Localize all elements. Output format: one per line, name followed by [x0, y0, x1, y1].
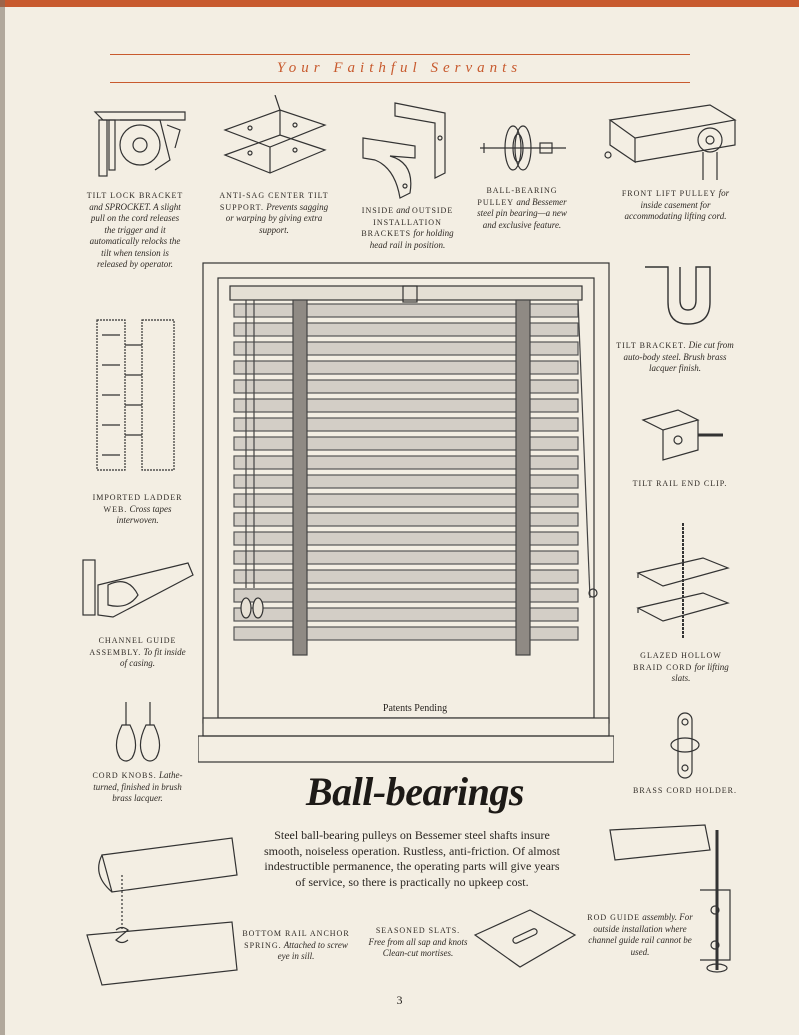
channel-guide-text: To fit inside of casing.: [120, 646, 186, 669]
page-number: 3: [396, 993, 403, 1007]
cord-knobs-text: Lathe-turned, finished in brush brass la…: [93, 770, 183, 803]
tilt-rail-end-clip-illustration: [638, 405, 728, 470]
patents-pending-note: Patents Pending: [382, 703, 448, 714]
blind-slat: [233, 531, 579, 546]
blind-slat: [233, 607, 579, 622]
blind-slat: [233, 550, 579, 565]
tilt-lock-label: TILT LOCK BRACKET: [86, 191, 184, 200]
seasoned-slats-caption: SEASONED SLATS. Free from all sap and kn…: [368, 925, 468, 960]
blind-slat: [233, 512, 579, 527]
cord-knobs-illustration: [108, 700, 168, 765]
rod-guide-label: ROD GUIDE: [587, 913, 641, 922]
ladder-web-label: IMPORTED LADDER WEB.: [92, 493, 183, 514]
installation-brackets-illustration: [355, 98, 455, 203]
channel-guide-illustration: [78, 555, 198, 625]
tilt-bracket-label: TILT BRACKET.: [616, 341, 687, 350]
tilt-lock-caption: TILT LOCK BRACKET and SPROCKET. A slight…: [85, 190, 185, 271]
pulley-mid: and Bessemer: [516, 196, 567, 207]
channel-guide-caption: CHANNEL GUIDE ASSEMBLY. To fit inside of…: [85, 635, 190, 670]
tilt-bracket-text: Die cut from auto-body steel. Brush bras…: [623, 340, 734, 373]
ball-bearing-pulley-illustration: [478, 118, 568, 178]
front-lift-caption: FRONT LIFT PULLEY for inside casement fo…: [618, 188, 733, 223]
braid-cord-illustration: [628, 518, 738, 643]
cord-holder-caption: BRASS CORD HOLDER.: [630, 785, 740, 797]
installation-mid: and: [396, 205, 410, 215]
pulley-text: steel pin bearing—a new and exclusive fe…: [477, 208, 567, 230]
tilt-bracket-illustration: [640, 262, 720, 337]
seasoned-slats-text: Free from all sap and knots Clean-cut mo…: [368, 936, 468, 959]
channel-guide-label: CHANNEL GUIDE ASSEMBLY.: [89, 636, 177, 657]
ladder-web-caption: IMPORTED LADDER WEB. Cross tapes interwo…: [85, 492, 190, 527]
blind-slat: [233, 569, 579, 584]
rod-guide-illustration: [605, 820, 745, 980]
end-clip-label: TILT RAIL END CLIP.: [632, 479, 728, 488]
tilt-lock-bracket-illustration: [85, 100, 195, 180]
pulley-caption: BALL-BEARING PULLEY and Bessemer steel p…: [472, 185, 572, 231]
anti-sag-label: ANTI-SAG CENTER TILT SUPPORT.: [219, 191, 329, 212]
blind-slat: [233, 626, 579, 641]
blind-slat: [233, 360, 579, 375]
ladder-web-illustration: [92, 315, 182, 475]
header-rule-top: [110, 54, 690, 55]
rod-guide-caption: ROD GUIDE assembly. For outside installa…: [585, 912, 695, 958]
page-header: Your Faithful Servants: [276, 60, 523, 76]
blind-slat: [233, 436, 579, 451]
seasoned-slats-label: SEASONED SLATS.: [375, 926, 461, 935]
venetian-blind-illustration: [198, 258, 614, 768]
brass-cord-holder-illustration: [660, 708, 710, 783]
blind-slat: [233, 588, 579, 603]
anchor-spring-caption: BOTTOM RAIL ANCHOR SPRING. Attached to s…: [240, 928, 352, 963]
blind-slat: [233, 379, 579, 394]
anti-sag-support-illustration: [220, 95, 330, 185]
pulley-label: BALL-BEARING PULLEY: [477, 186, 558, 207]
ladder-web-text: Cross tapes interwoven.: [116, 503, 172, 526]
section-body: Steel ball-bearing pulleys on Bessemer s…: [264, 828, 560, 889]
anchor-spring-text: Attached to screw eye in sill.: [277, 939, 348, 962]
installation-label: INSIDE: [361, 206, 394, 215]
blind-slat: [233, 398, 579, 413]
anti-sag-caption: ANTI-SAG CENTER TILT SUPPORT. Prevents s…: [218, 190, 330, 236]
front-lift-pulley-illustration: [600, 100, 740, 185]
rod-guide-text: assembly. For outside installation where…: [588, 912, 693, 957]
page-left-edge: [0, 0, 5, 1035]
seasoned-slat-illustration: [470, 905, 580, 975]
anchor-spring-illustration: [82, 830, 242, 990]
front-lift-text: for inside casement for accommodating li…: [624, 188, 730, 221]
blind-slat: [233, 341, 579, 356]
braid-cord-caption: GLAZED HOLLOW BRAID CORD for lifting sla…: [625, 650, 737, 685]
blind-slat: [233, 474, 579, 489]
cord-holder-label: BRASS CORD HOLDER.: [632, 786, 737, 795]
braid-cord-label: GLAZED HOLLOW BRAID CORD: [633, 651, 722, 672]
top-color-band: [0, 0, 799, 7]
braid-cord-text: for lifting slats.: [671, 661, 729, 684]
anchor-spring-label: BOTTOM RAIL ANCHOR SPRING.: [242, 929, 350, 950]
installation-brackets-caption: INSIDE and OUTSIDE INSTALLATION BRACKETS…: [355, 205, 460, 251]
cord-knobs-label: CORD KNOBS.: [92, 771, 157, 780]
header-rule-bottom: [110, 82, 690, 83]
blind-slat: [233, 322, 579, 337]
anti-sag-text: Prevents sagging or warping by giving ex…: [225, 201, 329, 235]
cord-knobs-caption: CORD KNOBS. Lathe-turned, finished in br…: [85, 770, 190, 805]
installation-text: for holding head rail in position.: [369, 228, 454, 250]
end-clip-caption: TILT RAIL END CLIP.: [620, 478, 740, 490]
front-lift-label: FRONT LIFT PULLEY: [621, 189, 717, 198]
tilt-bracket-caption: TILT BRACKET. Die cut from auto-body ste…: [615, 340, 735, 375]
tilt-lock-text: and SPROCKET. A slight pull on the cord …: [89, 201, 181, 270]
section-title: Ball-bearings: [306, 769, 524, 814]
installation-label2: OUTSIDE INSTALLATION BRACKETS: [361, 206, 454, 238]
blind-slat: [233, 417, 579, 432]
blind-slat: [233, 455, 579, 470]
blind-slat: [233, 493, 579, 508]
